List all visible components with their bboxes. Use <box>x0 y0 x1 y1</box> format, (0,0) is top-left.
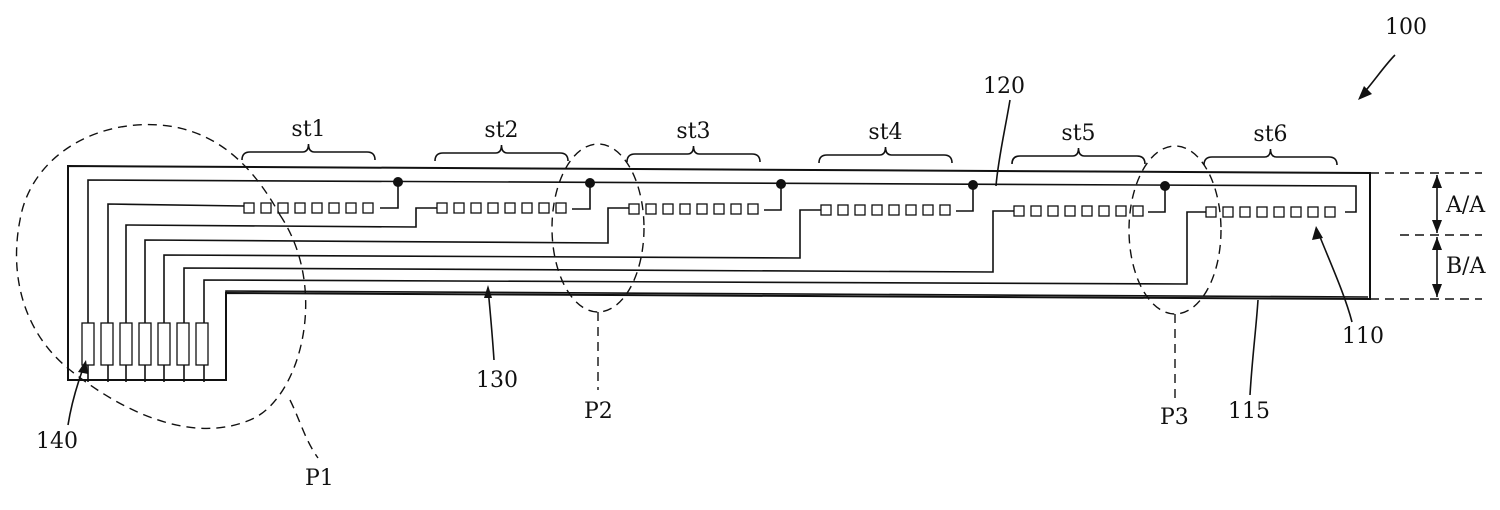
sensor-cell <box>838 205 848 215</box>
sensor-cell <box>1099 206 1109 216</box>
sensor-cell <box>1065 206 1075 216</box>
sensor-cell <box>556 203 566 213</box>
label-ba: B/A <box>1446 254 1487 279</box>
pad <box>82 323 94 365</box>
sensor-cell <box>437 203 447 213</box>
arrowhead-100 <box>1358 86 1372 100</box>
sensor-cell <box>1257 207 1267 217</box>
junction-dot <box>585 178 595 188</box>
sensor-cell <box>663 204 673 214</box>
label-115: 115 <box>1228 399 1270 424</box>
junction-dot <box>1160 181 1170 191</box>
sensor-cell <box>488 203 498 213</box>
stage-brace <box>1204 149 1337 165</box>
leader-130 <box>488 288 494 360</box>
sensor-cell <box>906 205 916 215</box>
sensor-cell <box>1014 206 1024 216</box>
sensor-cell <box>363 203 373 213</box>
route-st2 <box>126 208 437 382</box>
pad <box>101 323 113 365</box>
sensor-cell <box>697 204 707 214</box>
leader-140 <box>68 366 84 425</box>
sensor-cell <box>646 204 656 214</box>
sensor-cell <box>505 203 515 213</box>
sensor-cell <box>1308 207 1318 217</box>
sensor-cell <box>1031 206 1041 216</box>
label-130: 130 <box>476 368 518 393</box>
sensor-cell <box>1274 207 1284 217</box>
sensor-cell <box>731 204 741 214</box>
sensor-cell <box>471 203 481 213</box>
sensor-cell <box>821 205 831 215</box>
stage-label: st1 <box>291 117 325 142</box>
sensor-cell <box>454 203 464 213</box>
sensor-cell <box>346 203 356 213</box>
arrowhead-110 <box>1312 226 1323 240</box>
label-p1: P1 <box>305 466 334 491</box>
stage-braces: st1 st2 st3 st4 st5 st6 <box>242 117 1337 165</box>
pad <box>177 323 189 365</box>
stage-brace <box>819 147 952 163</box>
sensor-cell <box>629 204 639 214</box>
junction-dot <box>776 179 786 189</box>
sensor-cell <box>1223 207 1233 217</box>
sensor-cell <box>1048 206 1058 216</box>
sensor-cell <box>889 205 899 215</box>
sensor-cell <box>923 205 933 215</box>
region-p1-outline <box>17 125 306 429</box>
label-100: 100 <box>1385 15 1427 40</box>
label-p3: P3 <box>1160 405 1189 430</box>
pad-group-140 <box>82 323 208 365</box>
stage-label: st5 <box>1061 121 1095 146</box>
sensor-cell <box>680 204 690 214</box>
stage-label: st3 <box>676 119 710 144</box>
dimension-markers <box>1370 173 1482 299</box>
label-p2: P2 <box>584 399 613 424</box>
pad <box>139 323 151 365</box>
leader-120 <box>996 100 1010 186</box>
sensor-cell <box>261 203 271 213</box>
stage-brace <box>242 144 375 160</box>
sensor-cell <box>1082 206 1092 216</box>
sensor-cell <box>1240 207 1250 217</box>
pad <box>196 323 208 365</box>
sensor-cell <box>1206 207 1216 217</box>
sensor-cell <box>714 204 724 214</box>
leader-115 <box>1250 300 1258 395</box>
label-110: 110 <box>1342 324 1384 349</box>
sensor-cell <box>329 203 339 213</box>
sensor-cell <box>940 205 950 215</box>
sensor-cell <box>295 203 305 213</box>
sensor-cell <box>244 203 254 213</box>
junction-dot <box>393 177 403 187</box>
sensor-cell <box>1133 206 1143 216</box>
stage-label: st4 <box>868 120 902 145</box>
sensor-cell <box>278 203 288 213</box>
stage-brace <box>435 145 568 161</box>
sensor-cell <box>748 204 758 214</box>
sensor-cell <box>312 203 322 213</box>
label-aa: A/A <box>1445 193 1486 218</box>
stage-label: st2 <box>484 118 518 143</box>
arrowhead-130 <box>484 285 492 298</box>
junction-dot <box>968 180 978 190</box>
sensor-cell <box>522 203 532 213</box>
pad <box>158 323 170 365</box>
sensor-cell <box>1291 207 1301 217</box>
sensor-cells <box>244 203 1335 217</box>
stage-brace <box>627 146 760 162</box>
sensor-cell <box>872 205 882 215</box>
sensor-cell <box>1116 206 1126 216</box>
stage-brace <box>1012 148 1145 164</box>
pad <box>120 323 132 365</box>
leader-110 <box>1318 232 1352 322</box>
label-140: 140 <box>36 429 78 454</box>
stage-label: st6 <box>1253 122 1287 147</box>
sensor-cell <box>855 205 865 215</box>
label-120: 120 <box>983 74 1025 99</box>
sensor-cell <box>539 203 549 213</box>
leader-p1 <box>290 400 318 458</box>
sensor-cell <box>1325 207 1335 217</box>
